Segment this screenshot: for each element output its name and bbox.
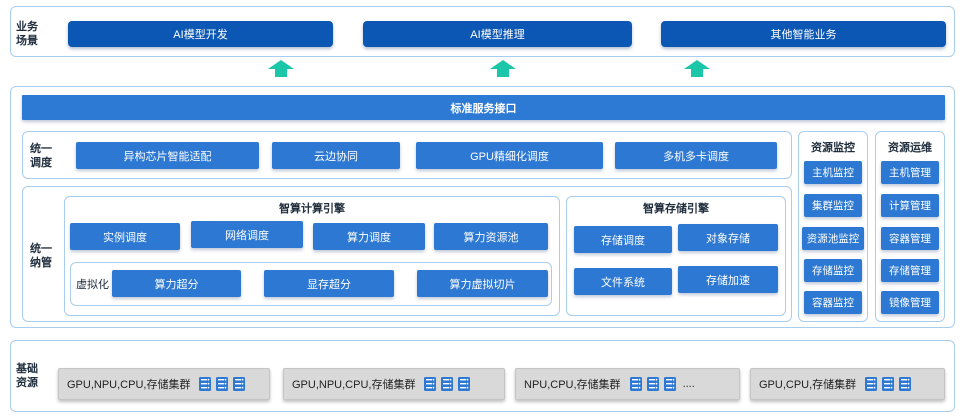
multi-machine-scheduling-button[interactable]: 多机多卡调度 <box>615 142 777 169</box>
compute-virtual-slice-button[interactable]: 算力虚拟切片 <box>417 270 548 297</box>
server-icon <box>199 377 212 391</box>
server-icon-group <box>864 376 912 392</box>
host-monitor-button[interactable]: 主机监控 <box>804 161 862 184</box>
resource-cluster-label: NPU,CPU,存储集群 <box>524 379 621 391</box>
server-icon <box>424 377 437 391</box>
resource-cluster-3[interactable]: NPU,CPU,存储集群 .... <box>515 368 740 400</box>
storage-acceleration-button[interactable]: 存储加速 <box>678 266 778 293</box>
resource-ops-title: 资源运维 <box>888 142 932 154</box>
other-ai-business-button[interactable]: 其他智能业务 <box>661 21 946 47</box>
storage-engine-panel <box>566 196 786 316</box>
server-icon <box>629 377 642 391</box>
ellipsis-text: .... <box>682 378 695 390</box>
ai-model-inference-button[interactable]: AI模型推理 <box>363 21 632 47</box>
heterogeneous-chip-adapt-button[interactable]: 异构芯片智能适配 <box>76 142 259 169</box>
instance-scheduling-button[interactable]: 实例调度 <box>70 223 180 250</box>
server-icon <box>865 377 878 391</box>
cloud-edge-collab-button[interactable]: 云边协同 <box>272 142 400 169</box>
resource-cluster-1[interactable]: GPU,NPU,CPU,存储集群 <box>58 368 270 400</box>
container-management-button[interactable]: 容器管理 <box>881 227 939 250</box>
infrastructure-label: 基础 资源 <box>16 363 38 389</box>
storage-monitor-button[interactable]: 存储监控 <box>804 259 862 282</box>
server-icon <box>646 377 659 391</box>
file-system-button[interactable]: 文件系统 <box>574 268 672 295</box>
compute-engine-title: 智算计算引擎 <box>279 203 345 215</box>
unified-management-label: 统一 纳管 <box>30 243 52 269</box>
storage-engine-title: 智算存储引擎 <box>643 203 709 215</box>
server-icon-group <box>423 376 471 392</box>
server-icon <box>882 377 895 391</box>
server-icon-group <box>629 376 677 392</box>
object-storage-button[interactable]: 对象存储 <box>678 224 778 251</box>
server-icon <box>441 377 454 391</box>
storage-management-button[interactable]: 存储管理 <box>881 259 939 282</box>
ai-model-dev-button[interactable]: AI模型开发 <box>68 21 333 47</box>
resource-cluster-2[interactable]: GPU,NPU,CPU,存储集群 <box>283 368 505 400</box>
compute-overcommit-button[interactable]: 算力超分 <box>112 270 241 297</box>
container-monitor-button[interactable]: 容器监控 <box>804 291 862 314</box>
resource-cluster-4[interactable]: GPU,CPU,存储集群 <box>750 368 945 400</box>
server-icon <box>663 377 676 391</box>
resource-monitor-title: 资源监控 <box>811 142 855 154</box>
business-scenario-label: 业务 场景 <box>16 21 38 47</box>
server-icon <box>899 377 912 391</box>
virtualization-label: 虚拟化 <box>76 279 109 291</box>
server-icon <box>458 377 471 391</box>
storage-scheduling-button[interactable]: 存储调度 <box>574 226 672 253</box>
network-scheduling-button[interactable]: 网络调度 <box>191 221 303 248</box>
host-management-button[interactable]: 主机管理 <box>881 161 939 184</box>
resource-cluster-label: GPU,NPU,CPU,存储集群 <box>292 379 416 391</box>
compute-resource-pool-button[interactable]: 算力资源池 <box>434 223 548 250</box>
resource-pool-monitor-button[interactable]: 资源池监控 <box>802 227 864 250</box>
resource-cluster-label: GPU,NPU,CPU,存储集群 <box>67 379 191 391</box>
memory-overcommit-button[interactable]: 显存超分 <box>264 270 394 297</box>
image-management-button[interactable]: 镜像管理 <box>881 291 939 314</box>
gpu-fine-scheduling-button[interactable]: GPU精细化调度 <box>416 142 603 169</box>
standard-service-api-bar: 标准服务接口 <box>22 95 945 120</box>
resource-cluster-label: GPU,CPU,存储集群 <box>759 379 857 391</box>
server-icon <box>233 377 246 391</box>
compute-scheduling-button[interactable]: 算力调度 <box>313 223 425 250</box>
cluster-monitor-button[interactable]: 集群监控 <box>804 194 862 217</box>
unified-scheduling-label: 统一 调度 <box>30 143 52 169</box>
server-icon-group <box>198 376 246 392</box>
server-icon <box>216 377 229 391</box>
compute-management-button[interactable]: 计算管理 <box>881 194 939 217</box>
